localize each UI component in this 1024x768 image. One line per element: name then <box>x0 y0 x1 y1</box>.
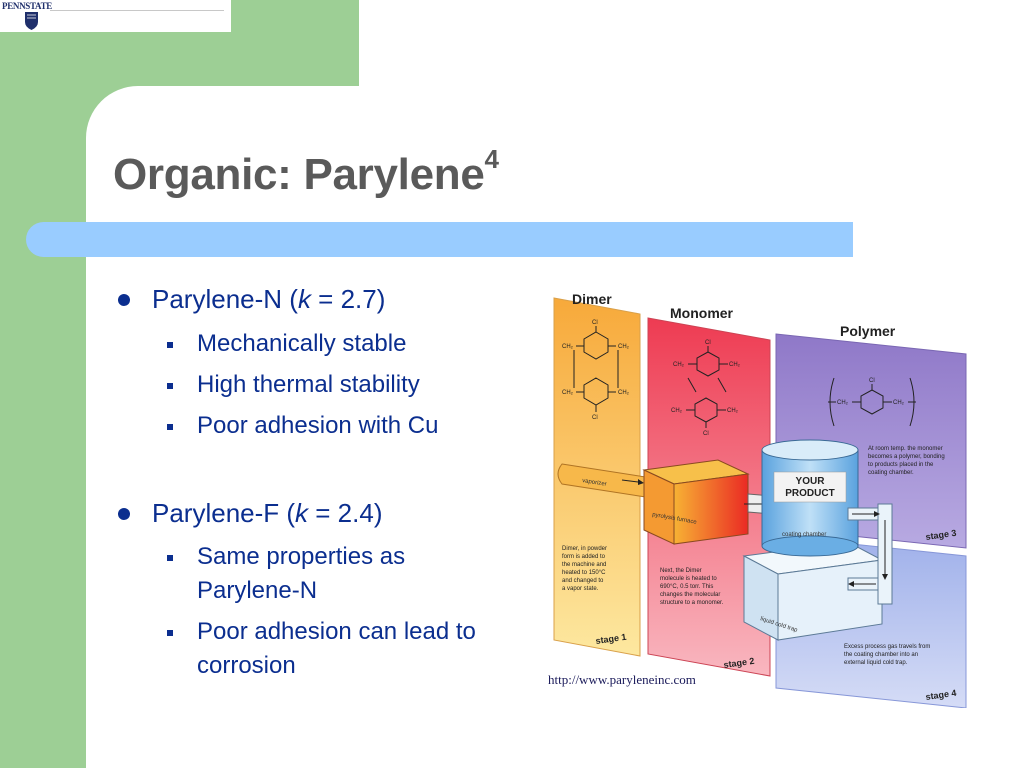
svg-text:CH₂: CH₂ <box>618 344 630 350</box>
sub-bullet: Same properties as Parylene-N <box>167 540 477 608</box>
stage-label: stage 2 <box>723 656 755 670</box>
svg-text:At room temp. the monomer: At room temp. the monomer <box>868 446 943 452</box>
title-underline-bar <box>26 222 853 257</box>
svg-text:form is added to: form is added to <box>562 554 606 560</box>
svg-text:molecule is heated to: molecule is heated to <box>660 576 717 582</box>
parylene-process-diagram: Dimer Monomer Polymer Cl Cl CH₂ CH₂ CH₂ … <box>553 291 967 708</box>
slide-title: Organic: Parylene4 <box>113 144 499 199</box>
svg-text:Cl: Cl <box>703 431 709 437</box>
sub-bullet: Poor adhesion with Cu <box>166 409 438 443</box>
svg-text:coating chamber.: coating chamber. <box>868 470 914 476</box>
cold-trap: liquid cold trap <box>742 541 884 641</box>
bullet-parylene-f: Parylene-F (k = 2.4) <box>117 498 383 528</box>
bullet-parylene-n: Parylene-N (k = 2.7) <box>117 284 386 314</box>
svg-text:CH₂: CH₂ <box>837 400 849 406</box>
svg-text:Next, the Dimer: Next, the Dimer <box>660 568 702 574</box>
svg-text:heated to 150°C: heated to 150°C <box>562 570 606 576</box>
svg-text:structure to a monomer.: structure to a monomer. <box>660 600 724 606</box>
stage-label: stage 3 <box>925 528 957 542</box>
sub-bullet: Poor adhesion can lead to corrosion <box>167 615 537 683</box>
svg-text:CH₂: CH₂ <box>893 400 905 406</box>
svg-text:a vapor state.: a vapor state. <box>562 586 599 592</box>
sub-bullet: High thermal stability <box>167 368 420 402</box>
logo-area: PENNSTATE <box>0 0 231 32</box>
svg-text:Excess process gas travels fro: Excess process gas travels from <box>844 644 930 650</box>
vaporizer-label: vaporizer <box>582 478 607 488</box>
svg-text:CH₂: CH₂ <box>618 390 630 396</box>
svg-text:690°C, 0.5 torr. This: 690°C, 0.5 torr. This <box>660 584 713 590</box>
product-label-line2: PRODUCT <box>785 488 834 499</box>
product-label-line1: YOUR <box>796 476 826 487</box>
svg-text:Cl: Cl <box>869 378 875 384</box>
monomer-structure <box>686 346 728 428</box>
stage1-note: Dimer, in powder form is added to the ma… <box>562 546 607 592</box>
panel-label-polymer: Polymer <box>840 323 896 339</box>
stage3-note: At room temp. the monomer becomes a poly… <box>868 446 945 476</box>
panel-label-dimer: Dimer <box>572 291 612 307</box>
svg-text:CH₂: CH₂ <box>727 408 739 414</box>
svg-text:changes the molecular: changes the molecular <box>660 592 720 598</box>
svg-text:becomes a polymer, bonding: becomes a polymer, bonding <box>868 454 945 460</box>
svg-text:Cl: Cl <box>705 340 711 346</box>
svg-text:external liquid cold trap.: external liquid cold trap. <box>844 660 908 666</box>
content-panel-top <box>359 0 1024 86</box>
stage-label: stage 4 <box>925 688 957 702</box>
green-border <box>231 0 359 86</box>
dimer-structure <box>573 326 619 412</box>
coating-chamber-label: coating chamber <box>782 532 826 538</box>
coating-chamber: YOUR PRODUCT coating chamber <box>761 439 859 557</box>
panel-label-monomer: Monomer <box>670 305 734 321</box>
image-credit: http://www.paryleneinc.com <box>548 672 696 687</box>
shield-icon <box>25 12 38 30</box>
sub-bullet: Mechanically stable <box>166 327 406 361</box>
svg-text:the coating chamber into an: the coating chamber into an <box>844 652 918 658</box>
pyrolysis-furnace: pyrolysis furnace <box>642 459 750 545</box>
stage4-note: Excess process gas travels from the coat… <box>844 644 930 666</box>
svg-text:and changed to: and changed to <box>562 578 604 584</box>
title-footnote: 4 <box>484 144 499 174</box>
penn-state-logo: PENNSTATE <box>2 1 52 11</box>
svg-text:Dimer, in powder: Dimer, in powder <box>562 546 607 552</box>
svg-text:CH₂: CH₂ <box>562 390 574 396</box>
svg-text:to products placed in the: to products placed in the <box>868 462 934 468</box>
svg-text:CH₂: CH₂ <box>729 362 741 368</box>
stage2-note: Next, the Dimer molecule is heated to 69… <box>660 568 724 606</box>
stage-label: stage 1 <box>595 632 627 646</box>
svg-text:Cl: Cl <box>592 415 598 421</box>
svg-text:Cl: Cl <box>592 320 598 326</box>
svg-text:CH₂: CH₂ <box>671 408 683 414</box>
svg-text:CH₂: CH₂ <box>562 344 574 350</box>
vaporizer-tube: vaporizer <box>557 463 653 499</box>
polymer-structure <box>828 377 916 427</box>
svg-text:CH₂: CH₂ <box>673 362 685 368</box>
svg-text:the machine and: the machine and <box>562 562 606 568</box>
logo-divider <box>50 10 224 11</box>
